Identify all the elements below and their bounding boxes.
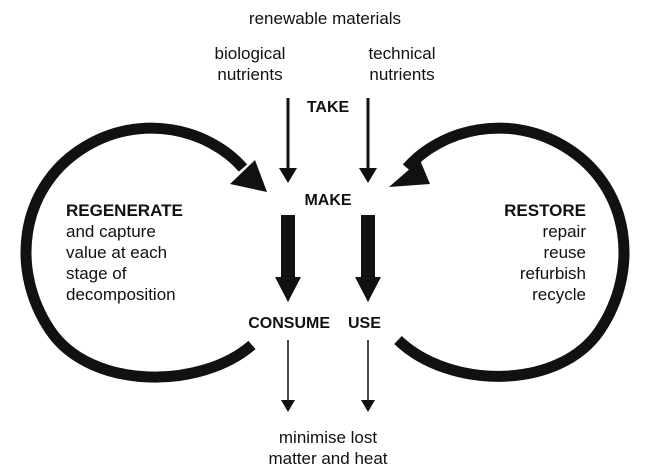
make-consume-arrow-shaft <box>281 215 295 277</box>
regenerate-line: stage of <box>66 264 127 283</box>
minimise-loss-label: minimise lost matter and heat <box>228 427 428 469</box>
restore-block: RESTORE repair reuse refurbish recycle <box>480 200 586 305</box>
take-arrow-biological-head <box>279 168 297 183</box>
restore-line: recycle <box>532 285 586 304</box>
regenerate-line: and capture <box>66 222 156 241</box>
use-label: USE <box>348 315 381 332</box>
biological-nutrients-label: biological nutrients <box>190 43 310 85</box>
restore-title: RESTORE <box>504 201 586 220</box>
use-loss-arrow-head <box>361 400 375 412</box>
regenerate-block: REGENERATE and capture value at each sta… <box>66 200 183 305</box>
take-arrow-technical-head <box>359 168 377 183</box>
restore-line: reuse <box>543 243 586 262</box>
technical-line-1: technical <box>368 44 436 63</box>
biological-line-1: biological <box>214 44 286 63</box>
consume-label: CONSUME <box>248 315 330 332</box>
regenerate-line: decomposition <box>66 285 176 304</box>
restore-arrowhead <box>389 160 430 187</box>
consume-loss-arrow-head <box>281 400 295 412</box>
technical-nutrients-label: technical nutrients <box>342 43 462 85</box>
make-consume-arrow-head <box>275 277 301 302</box>
minimise-line-2: matter and heat <box>268 449 388 468</box>
renewable-materials-label: renewable materials <box>248 9 402 28</box>
make-use-arrow-shaft <box>361 215 375 277</box>
regenerate-arrowhead <box>230 160 267 192</box>
make-use-arrow-head <box>355 277 381 302</box>
restore-cycle-arc <box>394 122 630 382</box>
make-label: MAKE <box>304 192 352 209</box>
restore-line: repair <box>542 222 586 241</box>
regenerate-cycle-arc <box>20 122 256 383</box>
regenerate-line: value at each <box>66 243 168 262</box>
minimise-line-1: minimise lost <box>278 428 378 447</box>
regenerate-title: REGENERATE <box>66 201 183 220</box>
technical-line-2: nutrients <box>369 65 435 84</box>
take-label: TAKE <box>306 99 350 116</box>
restore-line: refurbish <box>519 264 586 283</box>
biological-line-2: nutrients <box>217 65 283 84</box>
